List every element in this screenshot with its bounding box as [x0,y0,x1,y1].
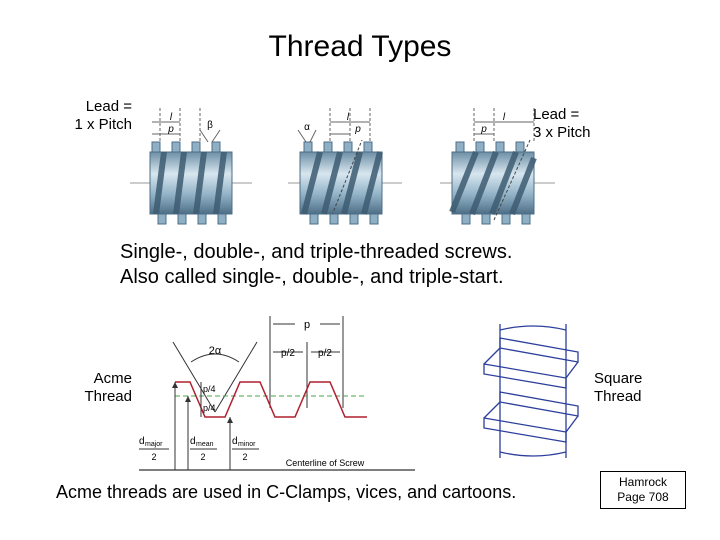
reference-box: Hamrock Page 708 [600,471,686,509]
double-start-screw: l p α [288,108,402,225]
screw3-lead-dim: l [503,112,506,123]
lead-triple-label: Lead = 3 x Pitch [533,106,633,142]
quarter-pitch-lower-label: p/4 [203,403,216,413]
half-pitch-left-label: p/2 [281,348,295,359]
square-thread-drawing [483,324,579,458]
svg-text:d: d [232,436,238,447]
d-mean-label: d mean 2 [190,436,217,462]
screw1-beta: β [207,120,213,131]
screw2-alpha: α [304,122,310,133]
single-start-screw: l p β [130,108,252,225]
screw1-lead-dim: l [170,112,173,123]
screw3-pitch-dim: p [480,124,487,135]
svg-text:2: 2 [242,452,247,462]
svg-text:d: d [139,436,145,447]
acme-thread-label: Acme Thread [60,370,132,406]
svg-text:major: major [145,441,163,448]
half-pitch-right-label: p/2 [318,348,332,359]
thread-start-description: Single-, double-, and triple-threaded sc… [120,240,640,290]
lead-triple-line2: 3 x Pitch [533,124,591,141]
screw-types-figure: l p β l p α [130,108,555,225]
lead-triple-line1: Lead = [533,106,580,123]
svg-text:d: d [190,436,196,447]
slide-title: Thread Types [268,30,452,63]
quarter-pitch-upper-label: p/4 [203,384,216,394]
svg-text:mean: mean [196,441,214,448]
acme-label-line1: Acme [93,370,132,387]
d-minor-label: d minor 2 [232,436,259,462]
triple-start-screw: l p [440,108,555,225]
lead-single-label: Lead = 1 x Pitch [40,98,132,134]
acme-label-line2: Thread [84,388,132,405]
reference-line1: Hamrock [618,475,667,489]
pitch-label: p [304,319,310,331]
screw1-pitch-dim: p [167,124,174,135]
screw2-lead-dim: l [347,112,350,123]
lead-single-line1: Lead = [85,98,132,115]
centerline-label: Centerline of Screw [286,458,365,468]
screw2-pitch-dim: p [354,124,361,135]
description-line2: Also called single-, double-, and triple… [120,266,504,288]
square-label-line2: Thread [594,388,642,405]
acme-thread-diagram: p p/2 p/2 2α p/4 p/4 Centerline of Screw… [139,316,415,471]
svg-text:minor: minor [238,441,256,448]
reference-line2: Page 708 [617,490,669,504]
included-angle-label: 2α [209,345,222,357]
square-label-line1: Square [594,370,643,387]
acme-usage-caption: Acme threads are used in C-Clamps, vices… [56,482,517,502]
d-major-label: d major 2 [139,436,169,462]
square-thread-label: Square Thread [594,370,674,406]
svg-text:2: 2 [200,452,205,462]
lead-single-line2: 1 x Pitch [74,116,132,133]
acme-profile [175,381,367,418]
description-line1: Single-, double-, and triple-threaded sc… [120,241,513,263]
svg-text:2: 2 [151,452,156,462]
